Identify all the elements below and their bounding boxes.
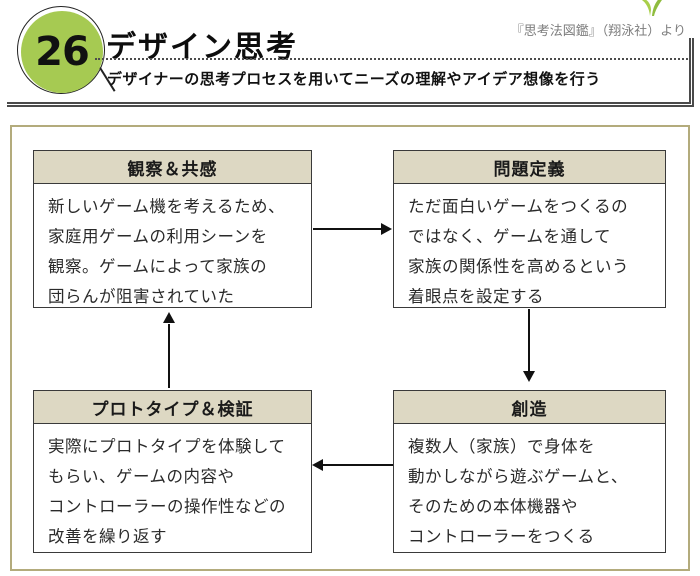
text-line: 団らんが阻害されていた: [48, 287, 235, 306]
arrow-prototype-to-observe-line: [168, 324, 170, 388]
box-create: 創造 複数人（家族）で身体を 動かしながら遊ぶゲームと、 そのための本体機器や …: [393, 390, 666, 553]
item-number: 26: [35, 29, 90, 75]
text-line: ただ面白いゲームをつくるの: [408, 197, 629, 216]
text-line: 観察。ゲームによって家族の: [48, 257, 268, 276]
text-line: ではなく、ゲームを通して: [408, 227, 612, 246]
text-line: 家庭用ゲームの利用シーンを: [48, 227, 268, 246]
arrow-create-to-prototype-line: [323, 464, 393, 466]
item-number-badge: 26: [21, 11, 103, 93]
box-create-body: 複数人（家族）で身体を 動かしながら遊ぶゲームと、 そのための本体機器や コント…: [394, 424, 665, 558]
box-observe-title: 観察＆共感: [34, 151, 311, 184]
box-prototype-body: 実際にプロトタイプを体験して もらい、ゲームの内容や コントローラーの操作性など…: [34, 424, 311, 558]
text-line: 家族の関係性を高めるという: [408, 257, 629, 276]
box-prototype-verify: プロトタイプ＆検証 実際にプロトタイプを体験して もらい、ゲームの内容や コント…: [33, 390, 312, 553]
text-line: 実際にプロトタイプを体験して: [48, 437, 286, 456]
text-line: 複数人（家族）で身体を: [408, 437, 595, 456]
box-problem-definition: 問題定義 ただ面白いゲームをつくるの ではなく、ゲームを通して 家族の関係性を高…: [393, 150, 666, 308]
arrow-right-icon: [381, 223, 392, 235]
text-line: 動かしながら遊ぶゲームと、: [408, 467, 628, 486]
text-line: コントローラーをつくる: [408, 527, 595, 546]
dotted-divider: [95, 58, 688, 60]
arrow-left-icon: [312, 459, 323, 471]
arrow-observe-to-define-line: [313, 228, 383, 230]
header-double-rule: [7, 38, 694, 107]
page-subtitle: デザイナーの思考プロセスを用いてニーズの理解やアイデア想像を行う: [107, 70, 601, 88]
arrow-define-to-create-line: [528, 309, 530, 372]
text-line: 改善を繰り返す: [48, 527, 167, 546]
text-line: コントローラーの操作性などの: [48, 497, 286, 516]
text-line: もらい、ゲームの内容や: [48, 467, 235, 486]
sprout-icon: [641, 0, 662, 16]
box-define-title: 問題定義: [394, 151, 665, 184]
box-create-title: 創造: [394, 391, 665, 424]
text-line: そのための本体機器や: [408, 497, 578, 516]
box-observe-body: 新しいゲーム機を考えるため、 家庭用ゲームの利用シーンを 観察。ゲームによって家…: [34, 184, 311, 318]
source-citation: 『思考法図鑑』（翔泳社）より: [510, 24, 686, 39]
arrow-up-icon: [163, 312, 175, 323]
box-prototype-title: プロトタイプ＆検証: [34, 391, 311, 424]
box-define-body: ただ面白いゲームをつくるの ではなく、ゲームを通して 家族の関係性を高めるという…: [394, 184, 665, 318]
box-observe-empathize: 観察＆共感 新しいゲーム機を考えるため、 家庭用ゲームの利用シーンを 観察。ゲー…: [33, 150, 312, 308]
arrow-down-icon: [523, 371, 535, 382]
text-line: 着眼点を設定する: [408, 287, 544, 306]
text-line: 新しいゲーム機を考えるため、: [48, 197, 286, 216]
number-ring: [17, 6, 105, 94]
